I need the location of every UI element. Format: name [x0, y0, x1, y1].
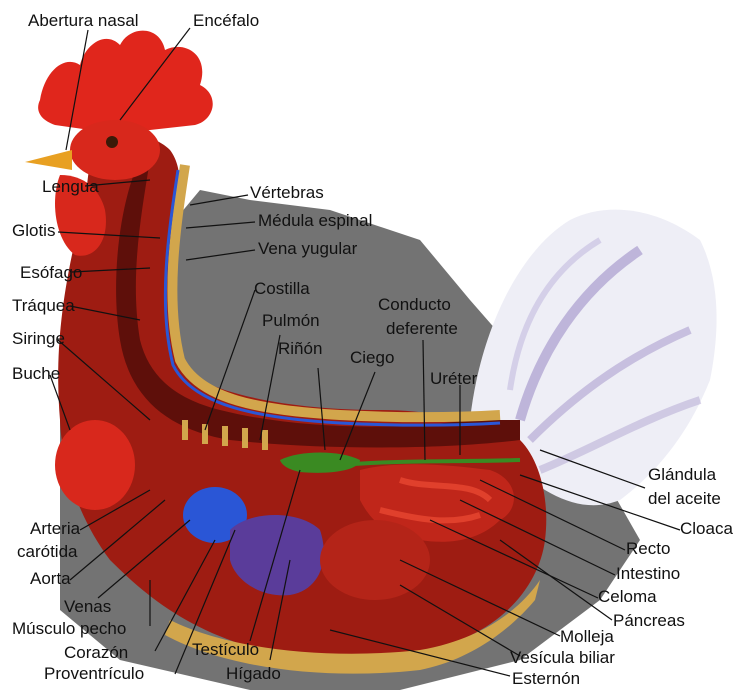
eye — [106, 136, 118, 148]
label-testiculo: Testículo — [192, 641, 259, 659]
label-esternon: Esternón — [512, 670, 580, 688]
label-celoma: Celoma — [598, 588, 657, 606]
label-arteria: Arteria — [30, 520, 80, 538]
label-encefalo: Encéfalo — [193, 12, 259, 30]
label-buche: Buche — [12, 365, 60, 383]
label-medula-espinal: Médula espinal — [258, 212, 372, 230]
crop — [55, 420, 135, 510]
label-higado: Hígado — [226, 665, 281, 683]
label-venas: Venas — [64, 598, 111, 616]
label-abertura-nasal: Abertura nasal — [28, 12, 139, 30]
label-pulmon: Pulmón — [262, 312, 320, 330]
gizzard — [320, 520, 430, 600]
label-recto: Recto — [626, 540, 670, 558]
label-del-aceite: del aceite — [648, 490, 721, 508]
label-proventriculo: Proventrículo — [44, 665, 144, 683]
label-rinon: Riñón — [278, 340, 322, 358]
label-musculo-pecho: Músculo pecho — [12, 620, 126, 638]
label-pancreas: Páncreas — [613, 612, 685, 630]
label-glandula: Glándula — [648, 466, 716, 484]
label-esofago: Esófago — [20, 264, 82, 282]
label-vena-yugular: Vena yugular — [258, 240, 357, 258]
label-lengua: Lengua — [42, 178, 99, 196]
label-conducto: Conducto — [378, 296, 451, 314]
label-corazon: Corazón — [64, 644, 128, 662]
label-ciego: Ciego — [350, 349, 394, 367]
head — [70, 120, 160, 180]
label-siringe: Siringe — [12, 330, 65, 348]
label-glotis: Glotis — [12, 222, 55, 240]
label-costilla: Costilla — [254, 280, 310, 298]
label-deferente: deferente — [386, 320, 458, 338]
label-ureter: Uréter — [430, 370, 477, 388]
label-traquea: Tráquea — [12, 297, 75, 315]
label-vesicula-biliar: Vesícula biliar — [510, 649, 615, 667]
label-vertebras: Vértebras — [250, 184, 324, 202]
label-carotida: carótida — [17, 543, 77, 561]
label-cloaca: Cloaca — [680, 520, 733, 538]
comb — [38, 31, 213, 130]
label-aorta: Aorta — [30, 570, 71, 588]
label-intestino: Intestino — [616, 565, 680, 583]
label-molleja: Molleja — [560, 628, 614, 646]
beak — [25, 150, 72, 170]
